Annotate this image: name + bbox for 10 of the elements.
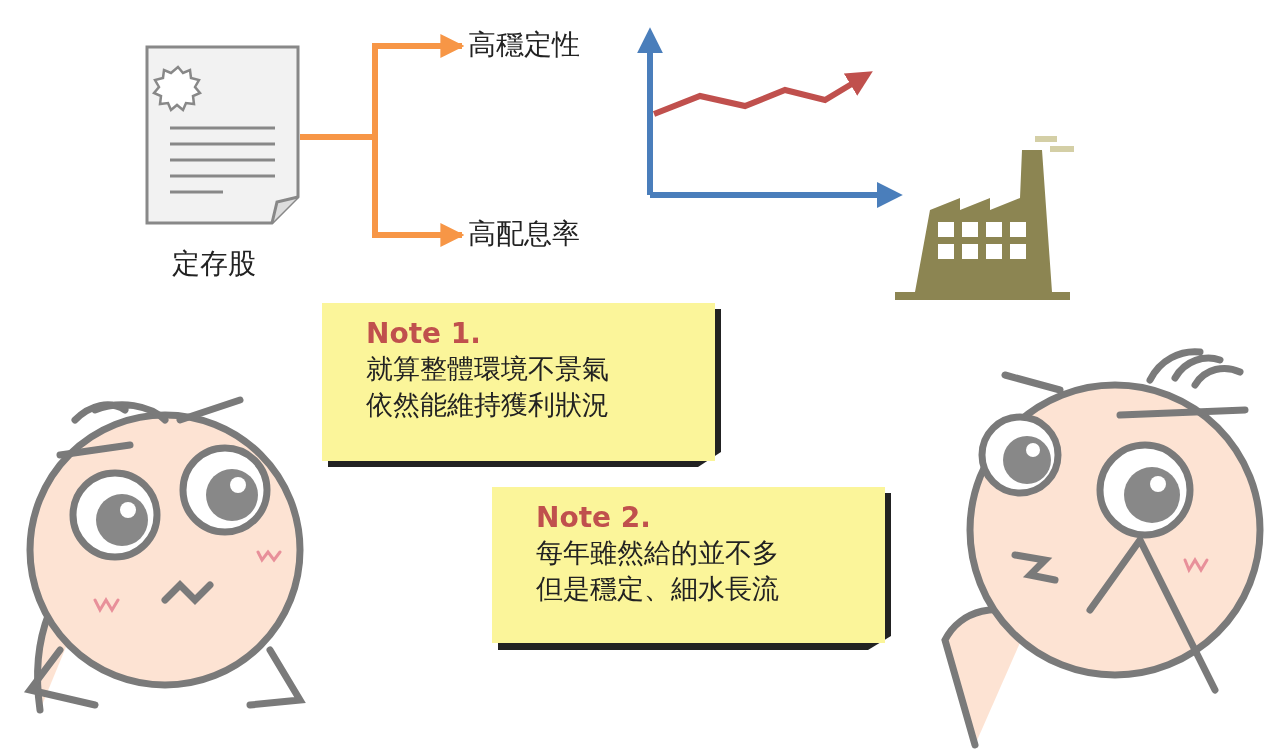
note-heading: Note 2. — [536, 501, 652, 535]
note-text: 就算整體環境不景氣依然能維持獲利狀況 — [366, 352, 610, 422]
text-label: 高配息率 — [468, 215, 618, 255]
arrow — [300, 134, 465, 247]
note-heading: Note 1. — [366, 317, 482, 351]
text-label: 高穩定性 — [468, 26, 618, 66]
node-label: 定存股 — [172, 246, 256, 282]
sticky-note — [492, 487, 885, 643]
note-text: 每年雖然給的並不多但是穩定、細水長流 — [536, 536, 780, 606]
sticky-note — [322, 303, 715, 461]
